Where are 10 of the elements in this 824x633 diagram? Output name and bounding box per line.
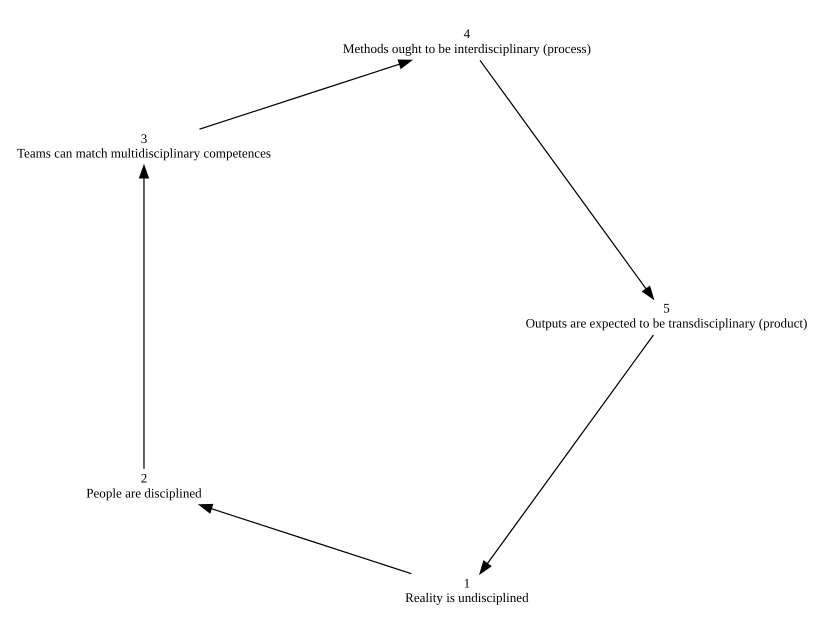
node-text: 3 Teams can match multidisciplinary competences	[16, 130, 271, 160]
arrow	[480, 59, 654, 300]
node-text: 2 People are disciplined	[86, 470, 202, 500]
arrow	[138, 163, 150, 468]
arrow	[199, 58, 414, 130]
node-text: 4 Methods ought to be interdisciplinary (process)	[342, 26, 591, 56]
node-text: 5 Outputs are expected to be transdisciplinary (product)	[526, 300, 808, 330]
node-text: 1 Reality is undisciplined	[405, 574, 529, 605]
arrow	[198, 503, 412, 574]
arrow	[478, 334, 654, 575]
